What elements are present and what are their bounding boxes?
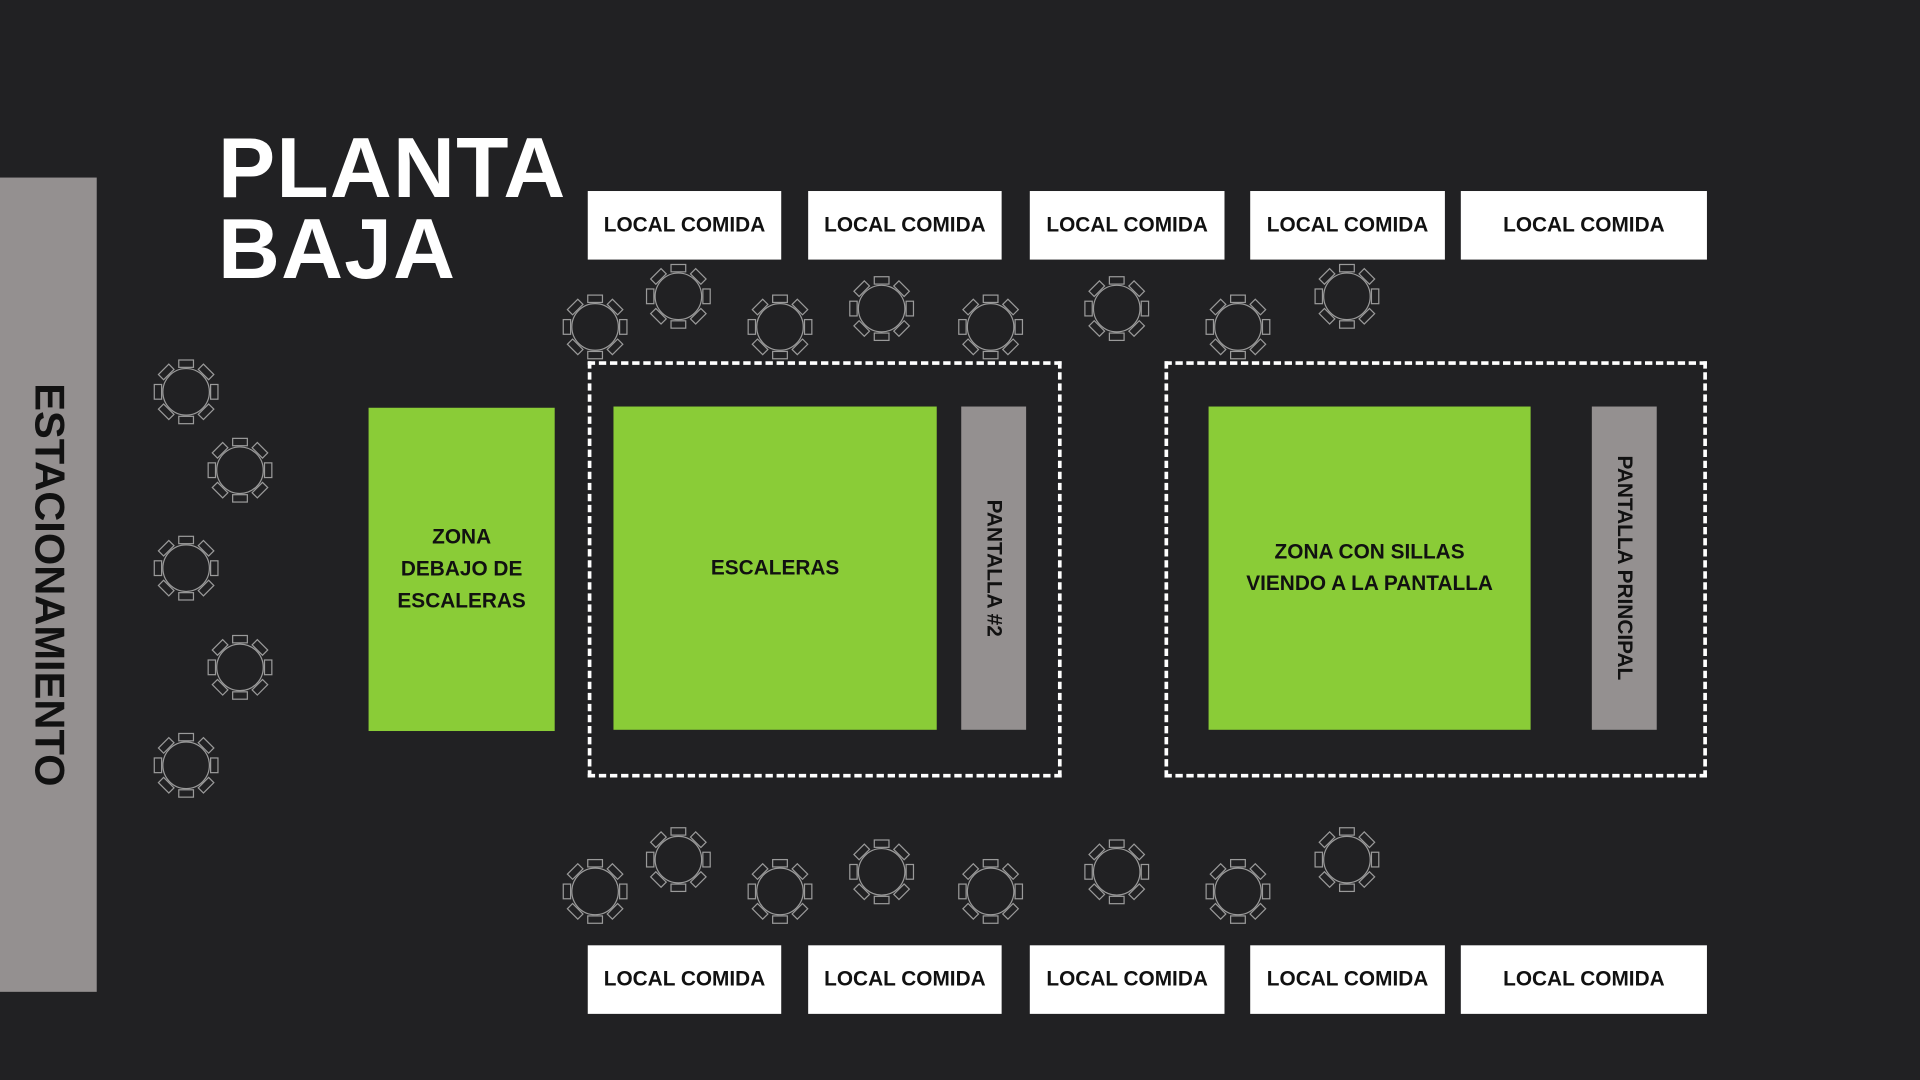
round-table-icon bbox=[645, 263, 711, 329]
round-table-icon bbox=[153, 732, 219, 798]
round-table-icon bbox=[849, 839, 915, 905]
screen-2: PANTALLA #2 bbox=[961, 406, 1027, 730]
seating-zone-line: ZONA CON SILLAS bbox=[1274, 540, 1465, 564]
round-table-icon bbox=[1205, 858, 1271, 924]
round-table-icon bbox=[747, 294, 813, 360]
food-stall-bottom-2: LOCAL COMIDA bbox=[808, 945, 1002, 1014]
round-table-icon bbox=[1314, 263, 1380, 329]
round-table-icon bbox=[207, 437, 273, 503]
zone-under-stairs-line: ESCALERAS bbox=[397, 588, 526, 613]
zone-under-stairs: ZONA DEBAJO DE ESCALERAS bbox=[368, 407, 555, 732]
round-table-icon bbox=[645, 827, 711, 893]
parking-label: ESTACIONAMIENTO bbox=[25, 383, 73, 787]
round-table-icon bbox=[958, 294, 1024, 360]
food-stall-bottom-3: LOCAL COMIDA bbox=[1029, 945, 1225, 1014]
round-table-icon bbox=[747, 858, 813, 924]
food-stall-top-5: LOCAL COMIDA bbox=[1460, 191, 1707, 260]
seating-zone-line: VIENDO A LA PANTALLA bbox=[1246, 571, 1493, 596]
zone-under-stairs-line: ZONA bbox=[432, 525, 492, 549]
food-stall-top-2: LOCAL COMIDA bbox=[808, 191, 1002, 260]
food-stall-top-3: LOCAL COMIDA bbox=[1029, 191, 1225, 260]
round-table-icon bbox=[849, 276, 915, 342]
title-line-2: BAJA bbox=[217, 200, 457, 297]
round-table-icon bbox=[1314, 827, 1380, 893]
round-table-icon bbox=[958, 858, 1024, 924]
seating-zone: ZONA CON SILLAS VIENDO A LA PANTALLA bbox=[1208, 406, 1531, 730]
round-table-icon bbox=[1205, 294, 1271, 360]
round-table-icon bbox=[1084, 276, 1150, 342]
zone-under-stairs-line: DEBAJO DE bbox=[400, 557, 523, 581]
main-screen-label: PANTALLA PRINCIPAL bbox=[1613, 455, 1637, 681]
round-table-icon bbox=[207, 634, 273, 700]
main-screen: PANTALLA PRINCIPAL bbox=[1591, 406, 1657, 730]
food-stall-bottom-5: LOCAL COMIDA bbox=[1460, 945, 1707, 1014]
page-title: PLANTA BAJA bbox=[217, 120, 567, 297]
round-table-icon bbox=[153, 535, 219, 601]
parking-area: ESTACIONAMIENTO bbox=[0, 177, 97, 992]
round-table-icon bbox=[153, 359, 219, 425]
stairs-area-boundary bbox=[587, 361, 1062, 778]
round-table-icon bbox=[562, 858, 628, 924]
screen-2-label: PANTALLA #2 bbox=[982, 499, 1006, 637]
food-stall-top-4: LOCAL COMIDA bbox=[1250, 191, 1445, 260]
food-stall-bottom-1: LOCAL COMIDA bbox=[587, 945, 782, 1014]
round-table-icon bbox=[1084, 839, 1150, 905]
food-stall-bottom-4: LOCAL COMIDA bbox=[1250, 945, 1445, 1014]
food-stall-top-1: LOCAL COMIDA bbox=[587, 191, 782, 260]
round-table-icon bbox=[562, 294, 628, 360]
main-area-boundary bbox=[1164, 361, 1707, 778]
title-line-1: PLANTA bbox=[217, 120, 567, 216]
stairs-label: ESCALERAS bbox=[710, 555, 840, 580]
stairs-zone: ESCALERAS bbox=[613, 406, 937, 730]
